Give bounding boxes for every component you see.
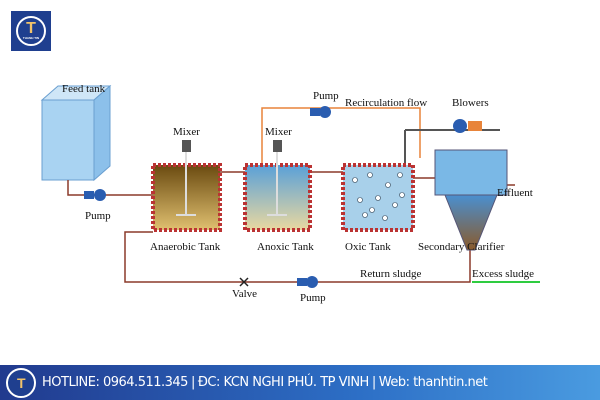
oxic-label: Oxic Tank <box>345 241 391 253</box>
feed-pump-icon <box>84 189 106 201</box>
hotline: HOTLINE: 0964.511.345 <box>42 375 188 390</box>
excess-sludge-label: Excess sludge <box>472 268 534 280</box>
anaerobic-label: Anaerobic Tank <box>150 241 221 253</box>
recirculation-label: Recirculation flow <box>345 97 427 109</box>
secondary-clarifier <box>434 149 508 251</box>
mixer-label: Mixer <box>265 126 292 138</box>
feed-tank-label: Feed tank <box>62 83 106 95</box>
recirc-pump-icon <box>310 106 331 118</box>
blower-icon <box>453 119 482 133</box>
feed-tank <box>40 84 112 182</box>
effluent-label: Effluent <box>497 187 533 199</box>
valve-label: Valve <box>232 288 257 300</box>
recirculation-line <box>261 107 421 200</box>
air-bubbles <box>352 172 405 221</box>
pump-label: Pump <box>313 90 339 102</box>
mixer-icon <box>182 140 191 152</box>
anoxic-label: Anoxic Tank <box>257 241 314 253</box>
return-pump-icon <box>297 276 318 288</box>
return-sludge-label: Return sludge <box>360 268 422 280</box>
footer-banner: T HOTLINE: 0964.511.345| ĐC: KCN NGHI PH… <box>0 365 600 400</box>
clarifier-label: Secondary Clarifier <box>418 241 505 253</box>
website-link[interactable]: Web: thanhtin.net <box>378 375 488 390</box>
pump-label: Pump <box>300 292 326 304</box>
mixer-icon <box>273 140 282 152</box>
address: ĐC: KCN NGHI PHÚ. TP VINH <box>197 375 370 390</box>
valve-icon <box>239 277 249 287</box>
footer-logo: T <box>6 367 36 398</box>
blowers-label: Blowers <box>452 97 489 109</box>
a2o-process-diagram: Feed tank Pump Mixer Mixer Pump Recircul… <box>40 83 540 304</box>
mixer-label: Mixer <box>173 126 200 138</box>
pump-label: Pump <box>85 210 111 222</box>
